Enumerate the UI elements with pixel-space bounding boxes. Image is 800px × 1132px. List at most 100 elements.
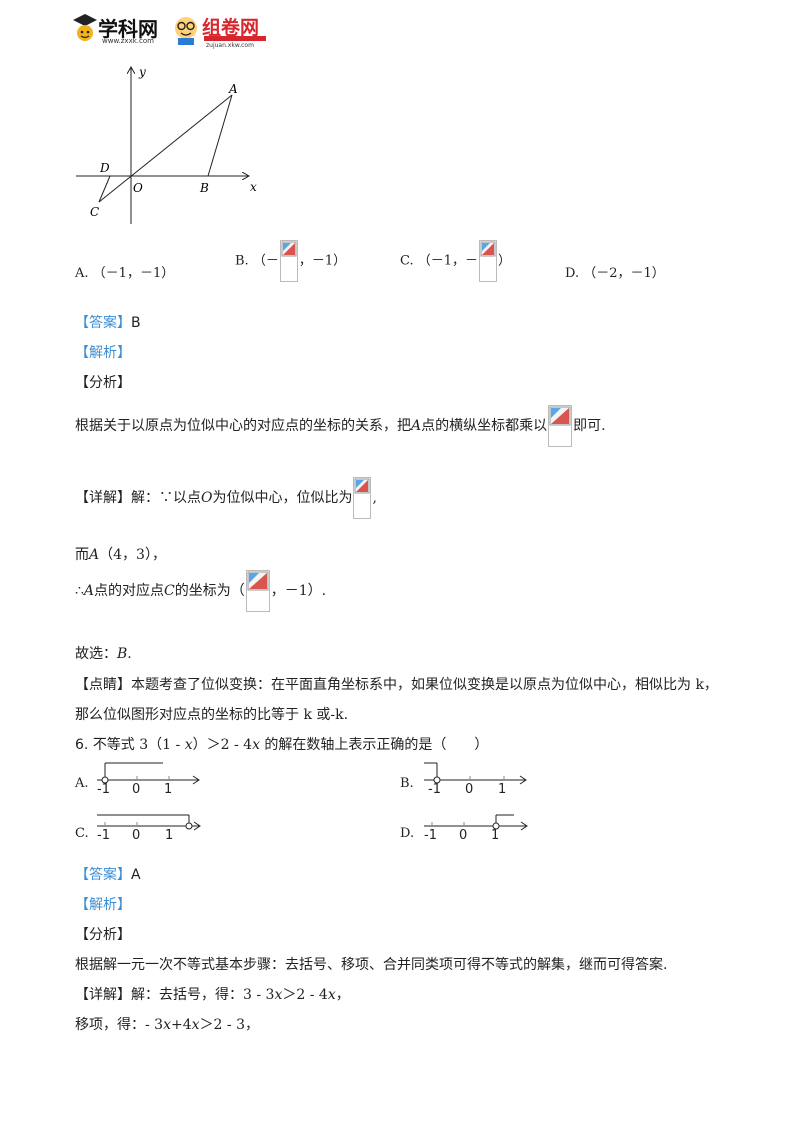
var-x: x [191, 1017, 200, 1033]
q6-step2: 移项，得：- 3x+4x＞2 - 3， [75, 1014, 259, 1034]
var-x: x [327, 987, 336, 1003]
label-y: y [138, 65, 146, 79]
q5-xiangjie: 【详解】解：∵以点O为位似中心，位似比为, [75, 477, 377, 519]
option-letter: C. [75, 826, 89, 841]
answer-value: B [131, 315, 141, 331]
fenxi-tag: 【分析】 [75, 375, 131, 391]
option-letter: B. [400, 776, 414, 791]
q6-fenxi-tag: 【分析】 [75, 924, 131, 944]
var-c: C [164, 583, 175, 599]
q6-option-a[interactable]: A. -1 0 1 [75, 760, 200, 800]
label-a: A [228, 82, 238, 96]
text: 本题考查了位似变换：在平面直角坐标系中，如果位似变换是以原点为位似中心，相似比为… [131, 677, 718, 693]
q6-step1: 【详解】解：去括号，得：3 - 3x＞2 - 4x， [75, 984, 350, 1004]
var-a: A [83, 583, 95, 599]
option-letter: A. [75, 776, 89, 791]
q6-answer: 【答案】A [75, 864, 141, 884]
logo-zxxk: 学科网 www.zxxk.com [72, 10, 164, 50]
segment-dc [98, 175, 111, 203]
text: ＞2 - 3， [199, 1017, 259, 1033]
answer-tag: 【答案】 [75, 867, 131, 883]
text: 不等式 3（1 - [92, 737, 185, 753]
segment-ab [207, 94, 233, 177]
option-pre: （－ [252, 253, 279, 269]
q5-option-c[interactable]: C. （－1，－） [400, 240, 511, 283]
broken-image-icon [353, 477, 372, 519]
xiangjie-tag: 【详解】 [75, 490, 131, 506]
label-x: x [250, 180, 257, 194]
logo-zujuan-stripe [204, 36, 266, 41]
q5-dianjing-1: 【点睛】本题考查了位似变换：在平面直角坐标系中，如果位似变换是以原点为位似中心，… [75, 674, 718, 694]
text: 而 [75, 547, 89, 563]
q6-stem: 6. 不等式 3（1 - x）＞2 - 4x 的解在数轴上表示正确的是（ ） [75, 734, 488, 754]
logo-zujuan: 组卷网 zujuan.xkw.com [172, 10, 272, 50]
q5-answer: 【答案】B [75, 312, 141, 332]
answer-tag: 【答案】 [75, 315, 131, 331]
text: 故选： [75, 646, 117, 662]
q5-dianjing-2: 那么位似图形对应点的坐标的比等于 k 或-k. [75, 704, 348, 724]
q5-line3: ∴A点的对应点C的坐标为（ ，－1）. [75, 570, 326, 612]
q6-option-b[interactable]: B. -1 0 1 [400, 760, 527, 800]
broken-image-icon [245, 570, 270, 612]
q5-option-b[interactable]: B. （－ ，－1） [235, 240, 346, 283]
option-text: （－1，－1） [92, 266, 175, 281]
number-line-b [424, 762, 527, 785]
q5-option-a[interactable]: A. （－1，－1） [75, 262, 174, 281]
var-b: B [117, 646, 128, 662]
text: ＞2 - 4 [282, 987, 328, 1003]
text: ∴ [75, 583, 84, 599]
q6-fenxi-text: 根据解一元一次不等式基本步骤：去括号、移项、合并同类项可得不等式的解集，继而可得… [75, 954, 667, 974]
label-c: C [90, 205, 99, 219]
text: 解：去括号，得：3 - 3 [131, 987, 275, 1003]
logo-zxxk-main: 学科网 [98, 17, 158, 41]
tick-label: -1 [97, 828, 110, 843]
tick-label: 0 [132, 782, 141, 797]
text: 为位似中心，位似比为 [212, 490, 353, 506]
var-a: A [411, 418, 422, 434]
text: . [127, 646, 132, 662]
jiexi-tag: 【解析】 [75, 345, 131, 361]
option-letter: D. [565, 266, 580, 281]
var-x: x [184, 737, 193, 753]
q5-fenxi-tag: 【分析】 [75, 372, 131, 392]
number-line-c [97, 814, 201, 831]
tick-label: -1 [424, 828, 437, 843]
text: 点的对应点 [94, 583, 165, 599]
tick-label: -1 [428, 782, 441, 797]
var-x: x [163, 1017, 171, 1033]
segment-oa [98, 94, 233, 203]
q5-fenxi-text: 根据关于以原点为位似中心的对应点的坐标的关系，把A点的横纵坐标都乘以即可. [75, 405, 606, 447]
text: , [372, 490, 377, 506]
option-post: ，－1） [298, 253, 347, 269]
tick-label: 1 [491, 828, 500, 843]
text: 那么位似图形对应点的坐标的比等于 k 或-k. [75, 707, 349, 723]
tick-label: 1 [164, 782, 173, 797]
jiexi-tag: 【解析】 [75, 897, 131, 913]
label-b: B [199, 181, 209, 195]
var-x: x [252, 737, 260, 753]
fenxi-tag: 【分析】 [75, 927, 131, 943]
text: 的解在数轴上表示正确的是（ ） [259, 737, 489, 753]
text: ，－1）. [270, 583, 327, 599]
option-letter: C. [400, 253, 414, 269]
question-number: 6. [75, 737, 89, 753]
text: 的坐标为（ [174, 583, 245, 599]
number-line-a [97, 762, 200, 785]
number-line-d [424, 814, 528, 831]
text: （4，3）， [99, 547, 166, 563]
q6-option-c[interactable]: C. -1 0 1 [75, 812, 201, 852]
var-x: x [274, 987, 283, 1003]
graduation-cap-icon [73, 14, 97, 41]
q6-option-d[interactable]: D. -1 0 1 [400, 812, 528, 852]
label-d: D [99, 161, 110, 175]
text: 即可. [573, 418, 606, 434]
q5-option-d[interactable]: D. （－2，－1） [565, 262, 665, 281]
broken-image-icon [548, 405, 573, 447]
broken-image-icon [279, 240, 298, 282]
tick-label: 0 [132, 828, 141, 843]
option-letter: D. [400, 826, 415, 841]
option-post: ） [498, 253, 512, 269]
option-letter: B. [235, 253, 249, 269]
broken-image-icon [479, 240, 498, 282]
coordinate-figure: y x A B O D C [76, 65, 257, 224]
